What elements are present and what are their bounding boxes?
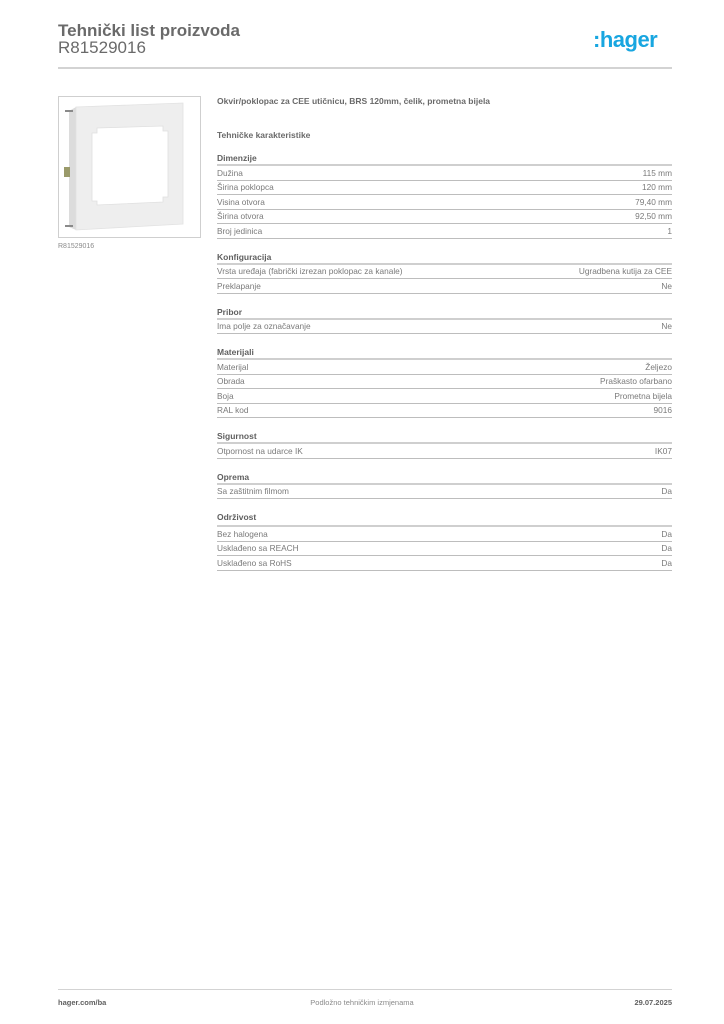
table-row: Usklađeno sa RoHS Da — [217, 556, 672, 571]
row-label: Boja — [217, 390, 234, 401]
section-konfiguracija: Konfiguracija Vrsta uređaja (fabrički iz… — [217, 251, 672, 294]
table-row: Bez halogena Da — [217, 527, 672, 542]
section-sigurnost: Sigurnost Otpornost na udarce IK IK07 — [217, 430, 672, 459]
characteristics-heading: Tehničke karakteristike — [217, 130, 311, 140]
row-value: 115 mm — [642, 167, 672, 178]
header-divider — [58, 67, 672, 69]
section-title: Materijali — [217, 346, 672, 360]
row-value: 120 mm — [642, 182, 672, 193]
table-row: RAL kod 9016 — [217, 404, 672, 418]
section-title: Dimenzije — [217, 152, 672, 166]
row-label: Obrada — [217, 376, 245, 387]
row-value: 9016 — [653, 405, 672, 416]
table-row: Obrada Praškasto ofarbano — [217, 375, 672, 389]
row-label: Širina poklopca — [217, 182, 274, 193]
row-value: Ne — [661, 321, 672, 332]
table-row: Vrsta uređaja (fabrički izrezan poklopac… — [217, 265, 672, 279]
product-description: Okvir/poklopac za CEE utičnicu, BRS 120m… — [217, 96, 491, 106]
main-content: Okvir/poklopac za CEE utičnicu, BRS 120m… — [217, 94, 672, 571]
row-label: Broj jedinica — [217, 225, 263, 236]
product-code: R81529016 — [58, 38, 146, 57]
section-materijali: Materijali Materijal Željezo Obrada Praška… — [217, 346, 672, 418]
section-dimenzije: Dimenzije Dužina 115 mm Širina poklopca 12… — [217, 152, 672, 239]
row-label: RAL kod — [217, 405, 249, 416]
row-label: Visina otvora — [217, 196, 265, 207]
row-label: Sa zaštitnim filmom — [217, 486, 289, 497]
section-title: Oprema — [217, 471, 672, 485]
row-value: Ugradbena kutija za CEE — [578, 266, 672, 277]
cover-frame-product-image-icon — [64, 102, 184, 231]
row-label: Preklapanje — [217, 280, 261, 291]
row-value: 79,40 mm — [635, 196, 672, 207]
footer-website-link[interactable]: hager.com/ba — [58, 998, 107, 1007]
row-value: Da — [661, 486, 672, 497]
section-title: Održivost — [217, 511, 672, 527]
row-value: Željezo — [645, 361, 672, 372]
table-row: Širina poklopca 120 mm — [217, 181, 672, 195]
hager-logo: :hager — [593, 27, 658, 52]
product-image-caption: R81529016 — [58, 243, 95, 250]
table-row: Materijal Željezo — [217, 360, 672, 375]
footer-divider — [58, 989, 672, 990]
section-oprema: Oprema Sa zaštitnim filmom Da — [217, 471, 672, 499]
table-row: Visina otvora 79,40 mm — [217, 195, 672, 210]
table-row: Širina otvora 92,50 mm — [217, 210, 672, 224]
section-title: Konfiguracija — [217, 251, 672, 265]
section-title: Sigurnost — [217, 430, 672, 444]
table-row: Dužina 115 mm — [217, 166, 672, 181]
row-value: Da — [661, 543, 672, 554]
row-label: Vrsta uređaja (fabrički izrezan poklopac… — [217, 266, 403, 277]
page-title: Tehnički list proizvoda — [58, 21, 240, 40]
row-label: Bez halogena — [217, 528, 268, 539]
footer-notice: Podložno tehničkim izmjenama — [310, 998, 414, 1007]
row-label: Dužina — [217, 167, 243, 178]
row-label: Usklađeno sa REACH — [217, 543, 299, 554]
table-row: Ima polje za označavanje Ne — [217, 320, 672, 334]
table-row: Preklapanje Ne — [217, 279, 672, 294]
row-value: Ne — [661, 280, 672, 291]
row-value: Da — [661, 528, 672, 539]
row-value: Prometna bijela — [614, 390, 672, 401]
row-label: Usklađeno sa RoHS — [217, 557, 292, 568]
table-row: Broj jedinica 1 — [217, 224, 672, 239]
row-label: Ima polje za označavanje — [217, 321, 311, 332]
row-value: IK07 — [654, 445, 672, 456]
row-value: Da — [661, 557, 672, 568]
footer-date: 29.07.2025 — [634, 998, 672, 1007]
table-row: Otpornost na udarce IK IK07 — [217, 444, 672, 459]
row-value: 92,50 mm — [635, 211, 672, 222]
section-pribor: Pribor Ima polje za označavanje Ne — [217, 306, 672, 334]
row-label: Otpornost na udarce IK — [217, 445, 303, 456]
product-image-frame — [58, 96, 201, 238]
section-title: Pribor — [217, 306, 672, 320]
table-row: Sa zaštitnim filmom Da — [217, 485, 672, 499]
row-value: Praškasto ofarbano — [600, 376, 672, 387]
row-label: Materijal — [217, 361, 249, 372]
row-label: Širina otvora — [217, 211, 264, 222]
row-value: 1 — [667, 225, 672, 236]
table-row: Boja Prometna bijela — [217, 389, 672, 404]
table-row: Usklađeno sa REACH Da — [217, 542, 672, 556]
